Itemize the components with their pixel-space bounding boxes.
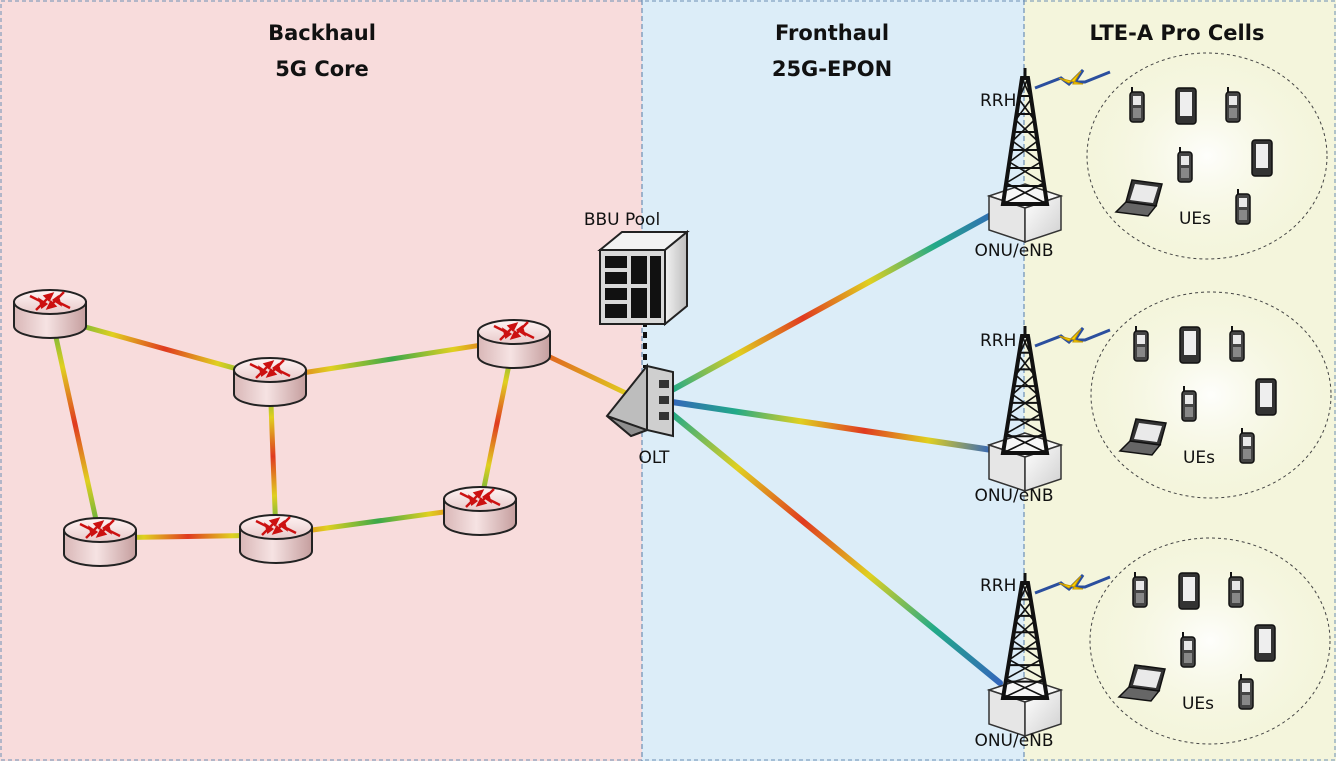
- phone-icon: [1228, 572, 1244, 608]
- cell-coverage: UEs: [1090, 291, 1332, 499]
- fronthaul-link: [669, 399, 995, 453]
- phone-icon: [1133, 326, 1149, 362]
- towers: RRH ONU/eNB RRH ONU/eNB RRH ONU/eNB: [974, 68, 1111, 751]
- cell-site: RRH ONU/eNB: [974, 326, 1111, 506]
- phone-icon: [1238, 674, 1254, 710]
- bbu-pool: BBU Pool: [584, 210, 690, 368]
- phone-icon: [1178, 572, 1200, 610]
- rrh-label: RRH: [980, 91, 1016, 111]
- bbu-pool-label: BBU Pool: [584, 210, 660, 230]
- laptop-icon: [1114, 179, 1163, 217]
- phone-icon: [1129, 87, 1145, 123]
- router-icon: [233, 357, 307, 407]
- laptop-icon: [1117, 664, 1166, 702]
- onu-enb-label: ONU/eNB: [974, 241, 1053, 261]
- ues-label: UEs: [1183, 448, 1215, 468]
- cell-coverage: UEs: [1086, 52, 1328, 260]
- onu-enb-label: ONU/eNB: [974, 486, 1053, 506]
- phone-icon: [1239, 428, 1255, 464]
- phone-icon: [1254, 624, 1276, 662]
- router-icon: [13, 289, 87, 339]
- backhaul-header: Backhaul 5G Core: [268, 21, 376, 81]
- lightning-bolt-icon: [1034, 326, 1111, 348]
- rrh-label: RRH: [980, 576, 1016, 596]
- phone-icon: [1235, 189, 1251, 225]
- backhaul-title: Backhaul: [268, 21, 376, 45]
- lightning-bolt-icon: [1034, 68, 1111, 90]
- core-link: [267, 337, 517, 381]
- backhaul-region: [0, 0, 642, 761]
- laptop-icon: [1118, 418, 1167, 456]
- phone-icon: [1132, 572, 1148, 608]
- router-icon: [239, 514, 313, 564]
- phone-icon: [1181, 386, 1197, 422]
- fronthaul-region: [642, 0, 1024, 761]
- onu-enb-label: ONU/eNB: [974, 731, 1053, 751]
- olt: OLT: [605, 363, 674, 468]
- server-rack-icon: [597, 229, 690, 327]
- ues-label: UEs: [1182, 694, 1214, 714]
- cell-site: RRH ONU/eNB: [974, 573, 1111, 751]
- olt-label: OLT: [639, 448, 671, 468]
- fronthaul-title: Fronthaul: [775, 21, 889, 45]
- ues-label: UEs: [1179, 209, 1211, 229]
- fronthaul-subtitle: 25G-EPON: [772, 57, 892, 81]
- phone-icon: [1175, 87, 1197, 125]
- lightning-bolt-icon: [1034, 573, 1111, 595]
- fronthaul-link: [669, 411, 1003, 686]
- phone-icon: [1255, 378, 1277, 416]
- cell-tower-icon: [986, 326, 1064, 493]
- backhaul-subtitle: 5G Core: [275, 57, 369, 81]
- fronthaul-header: Fronthaul 25G-EPON: [772, 21, 892, 81]
- router-icon: [477, 319, 551, 369]
- olt-icon: [605, 363, 674, 438]
- phone-icon: [1225, 87, 1241, 123]
- phone-icon: [1229, 326, 1245, 362]
- cells-header: LTE-A Pro Cells: [1090, 21, 1265, 45]
- core-link: [47, 307, 103, 541]
- cells-title: LTE-A Pro Cells: [1090, 21, 1265, 45]
- fronthaul-link: [669, 207, 1003, 393]
- rrh-label: RRH: [980, 331, 1016, 351]
- phone-icon: [1251, 139, 1273, 177]
- cell-tower-icon: [986, 68, 1064, 244]
- cell-coverage: UEs: [1089, 537, 1331, 745]
- router-icon: [443, 486, 517, 536]
- phone-icon: [1179, 326, 1201, 364]
- phone-icon: [1177, 147, 1193, 183]
- routers: [13, 289, 551, 567]
- links: [47, 207, 1003, 686]
- router-icon: [63, 517, 137, 567]
- cell-tower-icon: [986, 573, 1064, 738]
- phone-icon: [1180, 632, 1196, 668]
- cell-site: RRH ONU/eNB: [974, 68, 1111, 261]
